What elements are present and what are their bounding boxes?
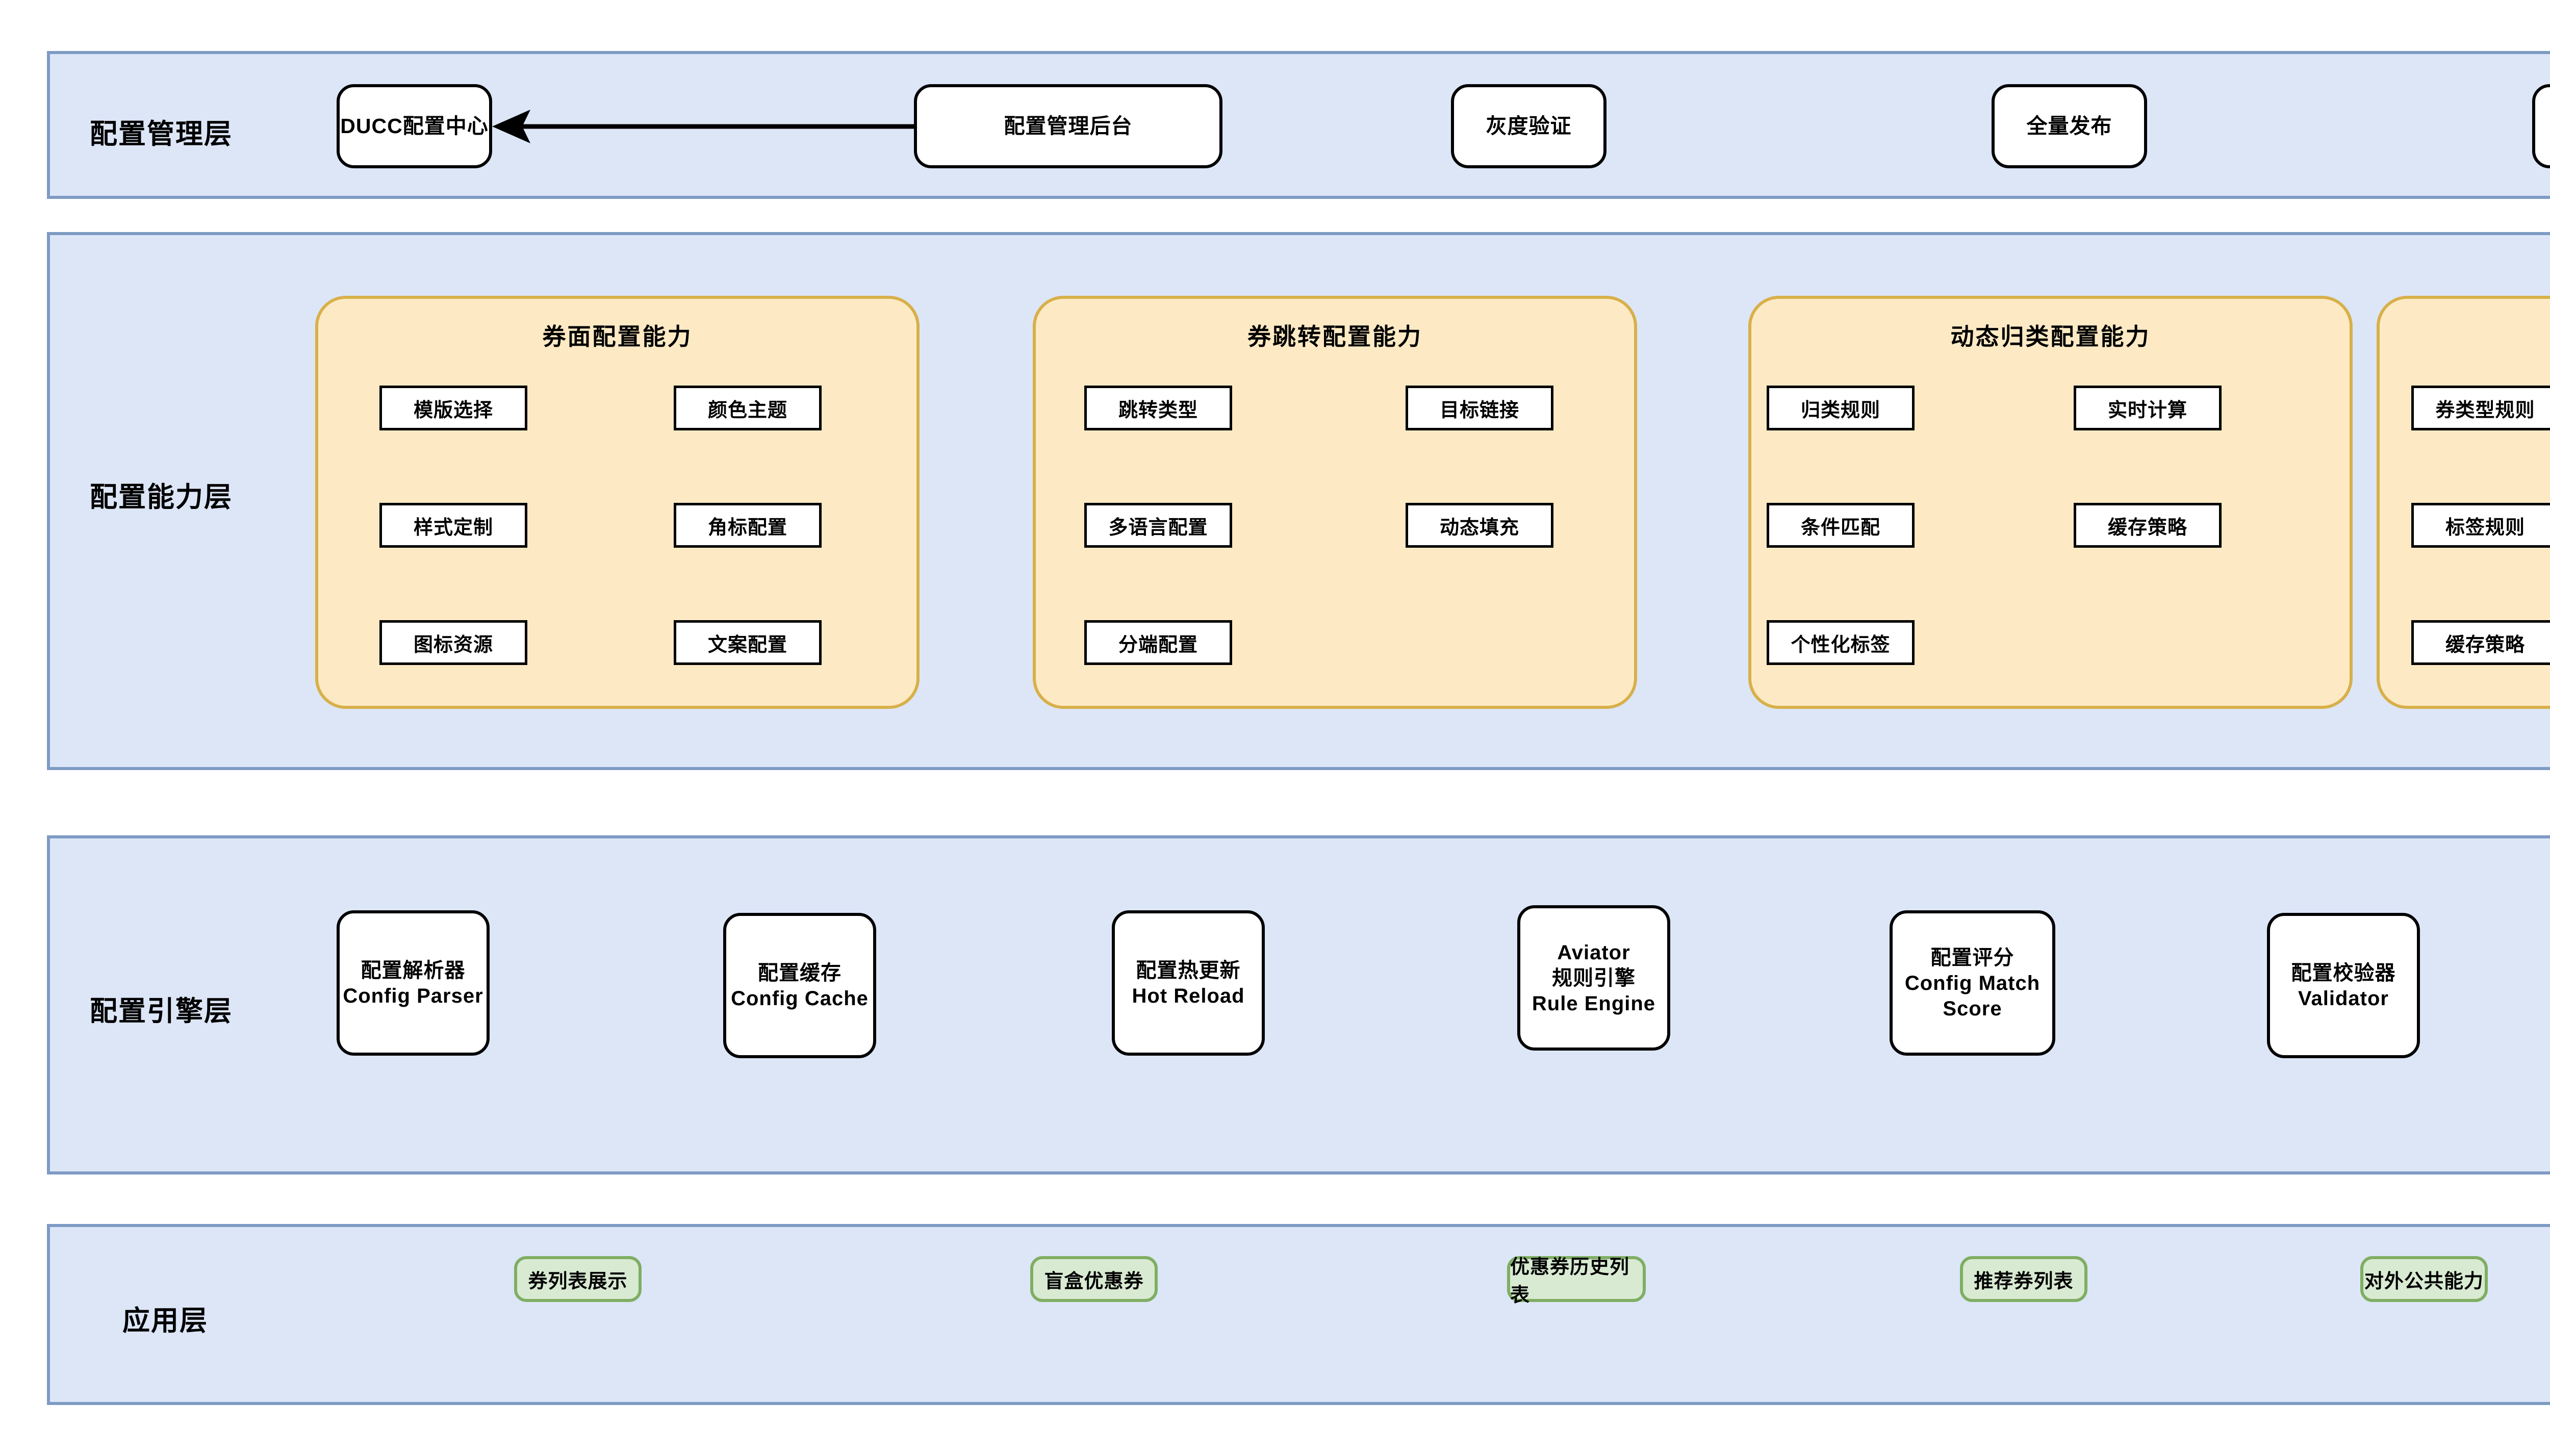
node-gray-verification[interactable]: 灰度验证: [1451, 84, 1606, 168]
capability-item[interactable]: 角标配置: [674, 503, 822, 548]
node-label-en: Rule Engine: [1532, 992, 1656, 1015]
node-label-en: Config Cache: [731, 987, 869, 1010]
node-config-match-score[interactable]: 配置评分 Config Match Score: [1890, 910, 2055, 1056]
node-ducc-config-center[interactable]: DUCC配置中心: [337, 84, 492, 168]
capability-item[interactable]: 跳转类型: [1084, 386, 1232, 430]
node-label-cn: 配置热更新: [1136, 959, 1241, 982]
app-node-recommend-coupon-list[interactable]: 推荐券列表: [1960, 1256, 2087, 1302]
capability-item[interactable]: 缓存策略: [2074, 503, 2222, 548]
capability-group-coupon-jump: 券跳转配置能力 跳转类型 目标链接 多语言配置 动态填充 分端配置: [1033, 296, 1637, 709]
capability-group-coupon-face: 券面配置能力 模版选择 颜色主题 样式定制 角标配置 图标资源 文案配置: [315, 296, 920, 709]
capability-item[interactable]: 实时计算: [2074, 386, 2222, 430]
node-label-en: Config Parser: [343, 984, 483, 1007]
layer-label-config-engine: 配置引擎层: [90, 996, 233, 1027]
capability-group-dynamic-classify: 动态归类配置能力 归类规则 实时计算 条件匹配 缓存策略 个性化标签: [1748, 296, 2353, 709]
node-label-en: Hot Reload: [1132, 984, 1245, 1007]
node-label-cn: 配置缓存: [758, 961, 842, 984]
capability-item[interactable]: 颜色主题: [674, 386, 822, 430]
capability-item[interactable]: 文案配置: [674, 620, 822, 665]
node-config-parser[interactable]: 配置解析器 Config Parser: [337, 910, 490, 1056]
node-aviator-rule-engine[interactable]: Aviator 规则引擎 Rule Engine: [1517, 905, 1670, 1051]
node-label-cn: 配置校验器: [2291, 961, 2396, 984]
capability-item[interactable]: 目标链接: [1406, 386, 1553, 430]
node-full-release[interactable]: 全量发布: [1992, 84, 2147, 168]
layer-label-config-capability: 配置能力层: [90, 482, 233, 513]
layer-config-engine: [47, 835, 2550, 1174]
node-config-admin-console[interactable]: 配置管理后台: [914, 84, 1222, 168]
app-node-coupon-history-list[interactable]: 优惠券历史列表: [1507, 1256, 1646, 1306]
capability-item[interactable]: 个性化标签: [1767, 620, 1915, 665]
group-title: 动态归类配置能力: [1950, 323, 2151, 350]
group-title: 券类型配置能力: [2380, 318, 2550, 352]
capability-item[interactable]: 券类型规则: [2411, 386, 2550, 430]
capability-item[interactable]: 标签规则: [2411, 503, 2550, 548]
group-title: 券跳转配置能力: [1247, 323, 1422, 350]
node-label: 配置管理后台: [1004, 114, 1133, 138]
capability-item[interactable]: 样式定制: [379, 503, 527, 548]
capability-item[interactable]: 缓存策略: [2411, 620, 2550, 665]
node-label-en: Validator: [2298, 987, 2389, 1010]
capability-group-coupon-type: 券类型配置能力 券类型规则 条件匹配 标签规则 实时匹配 缓存策略 个性化: [2377, 296, 2550, 709]
node-fault-tolerance-degrade[interactable]: 容错降级: [2532, 84, 2550, 168]
node-label: 灰度验证: [1486, 114, 1572, 138]
capability-item[interactable]: 图标资源: [379, 620, 527, 665]
capability-item[interactable]: 模版选择: [379, 386, 527, 430]
node-hot-reload[interactable]: 配置热更新 Hot Reload: [1112, 910, 1265, 1056]
node-label-cn: 配置评分: [1930, 946, 2014, 969]
group-title: 券面配置能力: [542, 323, 693, 350]
app-node-coupon-list-display[interactable]: 券列表展示: [514, 1256, 642, 1302]
layer-label-application: 应用层: [122, 1306, 208, 1336]
layer-application: [47, 1224, 2550, 1405]
capability-item[interactable]: 归类规则: [1767, 386, 1915, 430]
node-validator[interactable]: 配置校验器 Validator: [2267, 913, 2420, 1058]
node-config-cache[interactable]: 配置缓存 Config Cache: [723, 913, 876, 1058]
node-label-cn: 配置解析器: [361, 959, 466, 982]
node-label-brand: Aviator: [1557, 941, 1630, 964]
node-label: 全量发布: [2026, 114, 2112, 138]
layer-label-config-management: 配置管理层: [90, 119, 233, 149]
node-label-cn: 规则引擎: [1552, 966, 1636, 989]
capability-item[interactable]: 分端配置: [1084, 620, 1232, 665]
app-node-external-public-capability[interactable]: 对外公共能力: [2360, 1256, 2488, 1302]
node-label: DUCC配置中心: [340, 114, 489, 138]
capability-item[interactable]: 多语言配置: [1084, 503, 1232, 548]
capability-item[interactable]: 条件匹配: [1767, 503, 1915, 548]
capability-item[interactable]: 动态填充: [1406, 503, 1553, 548]
app-node-blindbox-coupon[interactable]: 盲盒优惠券: [1030, 1256, 1158, 1302]
node-label-en: Config Match Score: [1904, 972, 2041, 1020]
